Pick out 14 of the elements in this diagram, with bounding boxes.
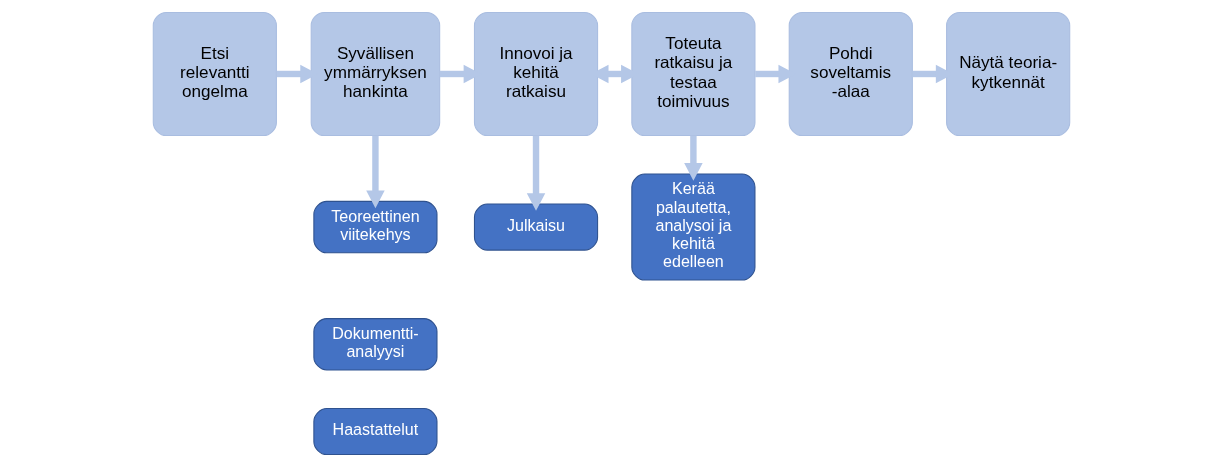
arrow xyxy=(365,135,385,209)
node-box: Syvällisen ymmärryksen hankinta xyxy=(310,11,440,137)
node-box: Etsi relevantti ongelma xyxy=(152,11,277,137)
node-box: Innovoi ja kehitä ratkaisu xyxy=(473,11,598,137)
node-box: Teoreettinen viitekehys xyxy=(312,200,438,254)
node-box: Dokumentti- analyysi xyxy=(312,318,438,371)
node-box: Toteuta ratkaisu ja testaa toimivuus xyxy=(630,11,755,137)
node-box: Pohdi soveltamis -alaa xyxy=(788,11,913,137)
node-box: Haastattelut xyxy=(312,408,438,456)
arrow xyxy=(683,135,703,181)
node-box: Kerää palautetta, analysoi ja kehitä edelleen xyxy=(630,173,755,281)
node-box: Näytä teoria- kytkennät xyxy=(945,11,1070,137)
node-box: Julkaisu xyxy=(473,203,598,251)
arrow xyxy=(526,135,545,211)
